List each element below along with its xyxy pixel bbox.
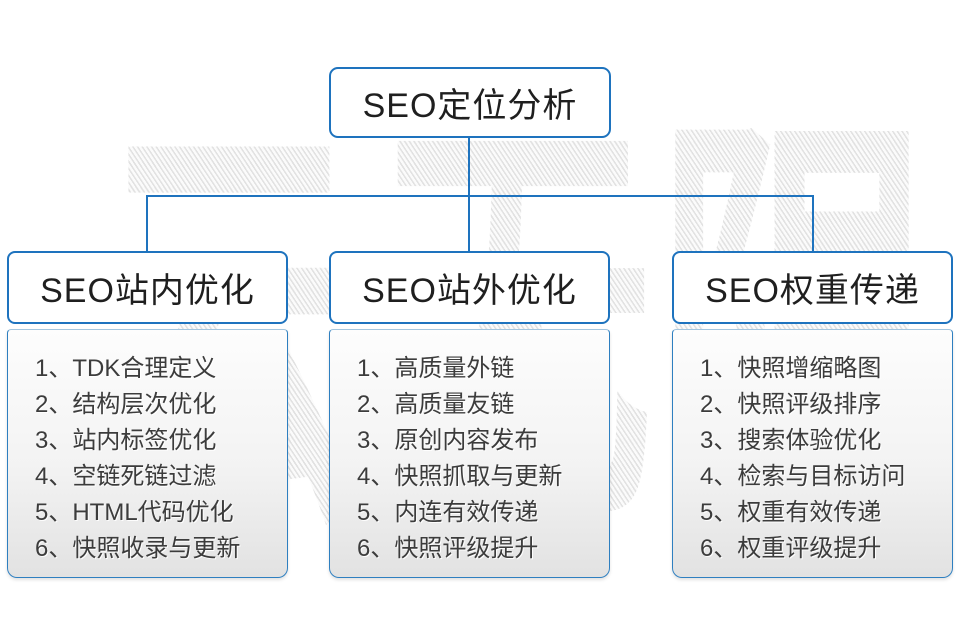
branch-offsite-optimization: SEO站外优化 1、高质量外链 2、高质量友链 3、原创内容发布 4、快照抓取与… — [329, 251, 610, 578]
list-item: 6、快照收录与更新 — [35, 535, 241, 562]
list-item: 2、结构层次优化 — [35, 391, 217, 418]
branch-item-panel: 1、快照增缩略图 2、快照评级排序 3、搜索体验优化 4、检索与目标访问 5、权… — [672, 329, 953, 578]
branch-header: SEO站内优化 — [7, 251, 288, 324]
branch-onsite-optimization: SEO站内优化 1、TDK合理定义 2、结构层次优化 3、站内标签优化 4、空链… — [7, 251, 288, 578]
list-item: 1、快照增缩略图 — [700, 355, 882, 382]
branch-item-list: 1、TDK合理定义 2、结构层次优化 3、站内标签优化 4、空链死链过滤 5、H… — [8, 330, 287, 567]
list-item: 2、快照评级排序 — [700, 391, 882, 418]
list-item: 6、权重评级提升 — [700, 535, 882, 562]
root-node: SEO定位分析 — [329, 67, 611, 138]
connector-left-drop — [146, 195, 148, 252]
list-item: 3、站内标签优化 — [35, 427, 217, 454]
list-item: 3、原创内容发布 — [357, 427, 539, 454]
branch-header: SEO权重传递 — [672, 251, 953, 324]
connector-right-drop — [812, 195, 814, 253]
connector-horizontal — [146, 195, 814, 197]
list-item: 5、内连有效传递 — [357, 499, 539, 526]
list-item: 1、高质量外链 — [357, 355, 515, 382]
list-item: 5、HTML代码优化 — [35, 499, 234, 526]
list-item: 4、快照抓取与更新 — [357, 463, 563, 490]
list-item: 4、检索与目标访问 — [700, 463, 906, 490]
branch-item-list: 1、快照增缩略图 2、快照评级排序 3、搜索体验优化 4、检索与目标访问 5、权… — [673, 330, 952, 567]
branch-item-panel: 1、TDK合理定义 2、结构层次优化 3、站内标签优化 4、空链死链过滤 5、H… — [7, 329, 288, 578]
branch-title: SEO权重传递 — [705, 272, 920, 310]
connector-root-vertical — [468, 138, 470, 196]
branch-item-panel: 1、高质量外链 2、高质量友链 3、原创内容发布 4、快照抓取与更新 5、内连有… — [329, 329, 610, 578]
branch-item-list: 1、高质量外链 2、高质量友链 3、原创内容发布 4、快照抓取与更新 5、内连有… — [330, 330, 609, 567]
list-item: 2、高质量友链 — [357, 391, 515, 418]
branch-header: SEO站外优化 — [329, 251, 610, 324]
list-item: 6、快照评级提升 — [357, 535, 539, 562]
branch-title: SEO站外优化 — [362, 272, 577, 310]
connector-middle-drop — [468, 195, 470, 252]
list-item: 5、权重有效传递 — [700, 499, 882, 526]
root-node-title: SEO定位分析 — [362, 87, 578, 125]
branch-title: SEO站内优化 — [40, 272, 255, 310]
list-item: 4、空链死链过滤 — [35, 463, 217, 490]
list-item: 1、TDK合理定义 — [35, 355, 217, 382]
branch-weight-transfer: SEO权重传递 1、快照增缩略图 2、快照评级排序 3、搜索体验优化 4、检索与… — [672, 251, 953, 578]
list-item: 3、搜索体验优化 — [700, 427, 882, 454]
